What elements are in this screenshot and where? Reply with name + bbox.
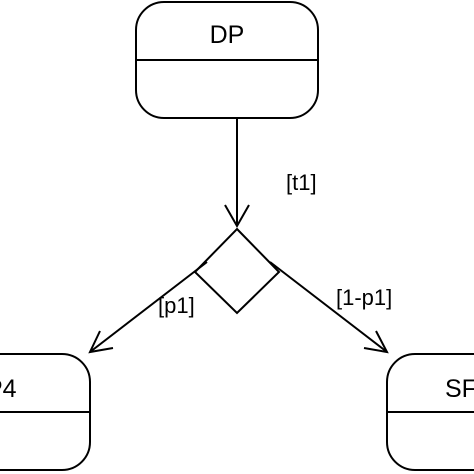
transition-left <box>88 261 208 354</box>
edge-label-p1: [p1] <box>158 293 195 318</box>
arrowhead-icon <box>363 330 389 354</box>
edge-label-1-p1: [1-p1] <box>336 285 392 310</box>
transition-right <box>269 261 389 354</box>
transition-line <box>89 261 208 353</box>
arrowhead-icon <box>224 204 250 229</box>
state-dp-name: DP <box>210 21 245 49</box>
state-sf[interactable]: SF <box>386 353 474 471</box>
state-dp[interactable]: DP <box>135 1 319 119</box>
decision-node[interactable] <box>193 227 281 315</box>
state-sf-name: SF <box>445 375 474 403</box>
arrowhead-icon <box>88 330 114 354</box>
transition-line <box>269 261 388 353</box>
state-p4-name: P4 <box>0 375 17 403</box>
edge-label-t1: [t1] <box>286 170 317 195</box>
state-p4[interactable]: P4 <box>0 353 91 471</box>
transition-to-decision <box>224 119 250 229</box>
